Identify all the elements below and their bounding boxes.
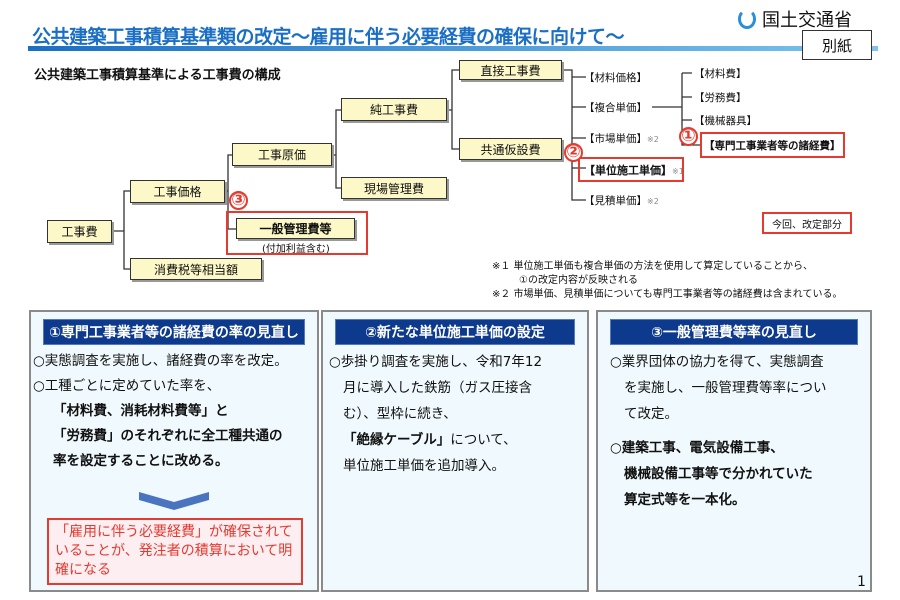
marker-3: ③ [229, 191, 248, 210]
panel-line: ○歩掛り調査を実施し、令和7年12 [329, 354, 543, 370]
ippan-note: (付加利益含む) [262, 244, 330, 255]
footnote-mark: ※2 [647, 135, 659, 144]
item-fukugo-tanka: 【複合単価】 [584, 102, 647, 114]
box-junkojihi: 純工事費 [341, 98, 447, 121]
revised-highlight-tani [578, 157, 684, 182]
revised-highlight-ippan [226, 211, 368, 255]
marker-2: ② [564, 143, 583, 162]
ministry-name: 国土交通省 [762, 10, 852, 31]
subitem-kikai: 【機械器具】 [694, 115, 757, 127]
panel-line: て改定。 [624, 406, 678, 422]
footnote-mark: ※2 [647, 197, 659, 206]
panel-title: ②新たな単位施工単価の設定 [335, 319, 575, 345]
panel-line: 「労務費」のそれぞれに全工種共通の [53, 428, 283, 444]
panel-title: ①専門工事業者等の諸経費の率の見直し [43, 319, 305, 345]
page-title: 公共建築工事積算基準類の改定～雇用に伴う必要経費の確保に向けて～ [32, 26, 625, 48]
panel-tani-seko: ②新たな単位施工単価の設定 ○歩掛り調査を実施し、令和7年12 月に導入した鉄筋… [321, 310, 589, 592]
title-underline [28, 46, 878, 51]
box-ippan: 一般管理費等 [236, 218, 355, 239]
panel-line: 「材料費、消耗材料費等」と [53, 403, 229, 419]
note-1: ※１ 単位施工単価も複合単価の方法を使用して算定していることから、 [492, 261, 813, 272]
marker-1: ① [679, 127, 698, 146]
item-label: 【市場単価】 [584, 133, 647, 145]
box-kojigenka: 工事原価 [232, 143, 332, 166]
item-label: 【見積単価】 [584, 195, 647, 207]
ministry-emblem-icon [738, 9, 756, 29]
item-tani-seko-tanka: 【単位施工単価】※1 [584, 162, 684, 178]
panel-line: 算定式等を一本化。 [624, 492, 746, 508]
panel-line: 単位施工単価を追加導入。 [343, 458, 505, 474]
diagram-subtitle: 公共建築工事積算基準による工事費の構成 [34, 68, 281, 83]
panel-line: ○業界団体の協力を得て、実態調査 [610, 354, 824, 370]
note-1-cont: ①の改定内容が反映される [519, 275, 638, 286]
result-callout: 「雇用に伴う必要経費」が確保されていることが、発注者の積算において明確になる [47, 518, 303, 585]
box-kyotsu: 共通仮設費 [459, 138, 562, 160]
note-2: ※２ 市場単価、見積単価についても専門工事業者等の諸経費は含まれている。 [492, 289, 843, 300]
box-kojihi: 工事費 [47, 220, 112, 243]
page-number: 1 [857, 574, 866, 590]
panel-title: ③一般管理費等率の見直し [610, 319, 858, 345]
item-zairyo-kakaku: 【材料価格】 [584, 72, 647, 84]
panel-line: ○工種ごとに定めていた率を、 [33, 378, 221, 394]
attachment-label: 別紙 [802, 30, 872, 60]
subitem-shokeihi: 【専門工事業者等の諸経費】 [704, 140, 841, 152]
panel-line: 率を設定することに改める。 [53, 453, 229, 469]
box-kojikakaku: 工事価格 [130, 180, 225, 203]
chevron-down-icon [139, 492, 209, 510]
panel-ippan: ③一般管理費等率の見直し ○業界団体の協力を得て、実態調査 を実施し、一般管理費… [596, 310, 872, 592]
panel-line: を実施し、一般管理費等率につい [624, 380, 827, 396]
panel-line: む）、型枠に続き、 [343, 406, 457, 422]
box-chokusetsu: 直接工事費 [459, 60, 562, 80]
panel-bold: 「絶縁ケーブル」 [343, 432, 451, 448]
panel-line: ○建築工事、電気設備工事、 [610, 440, 784, 456]
item-mitsumori-tanka: 【見積単価】※2 [584, 193, 659, 208]
box-genba: 現場管理費 [341, 177, 447, 199]
footnote-mark: ※1 [672, 167, 684, 176]
subitem-zairyohi: 【材料費】 [694, 68, 747, 80]
legend-revised: 今回、改定部分 [762, 212, 852, 234]
subitem-romuhi: 【労務費】 [694, 92, 747, 104]
item-shijo-tanka: 【市場単価】※2 [584, 131, 659, 146]
item-label: 【単位施工単価】 [584, 164, 672, 177]
revised-highlight-shokeihi [700, 132, 845, 158]
panel-shokeihi: ①専門工事業者等の諸経費の率の見直し ○実態調査を実施し、諸経費の率を改定。 ○… [29, 310, 319, 592]
panel-line: 機械設備工事等で分かれていた [624, 466, 813, 482]
panel-line: 月に導入した鉄筋（ガス圧接含 [343, 380, 532, 396]
panel-line: ○実態調査を実施し、諸経費の率を改定。 [33, 353, 288, 369]
box-shohizei: 消費税等相当額 [130, 258, 262, 280]
ministry-logo: 国土交通省 [738, 6, 852, 32]
panel-line: について、 [450, 432, 517, 448]
